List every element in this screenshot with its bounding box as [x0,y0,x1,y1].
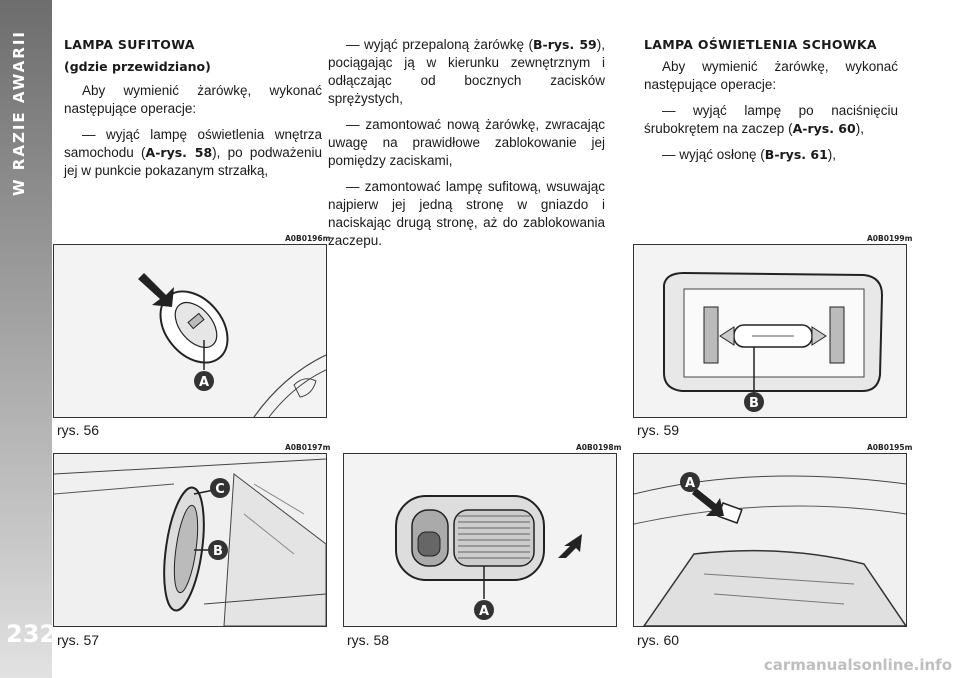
label-b: B [749,396,759,411]
bulb-removal-illustration: B [634,245,906,417]
figure-caption: rys. 59 [637,422,680,438]
figure-caption: rys. 56 [57,422,100,438]
figure-code: A0B0197m [285,443,331,452]
figure-reference: A-rys. 60 [792,121,856,136]
figure-caption: rys. 57 [57,632,100,648]
label-b-marker [208,540,228,560]
lamp-removal-illustration: C B [54,454,326,626]
figure-reference: A-rys. 58 [145,145,213,160]
label-c: C [215,482,225,497]
figure-57: C B [53,453,327,627]
intro-paragraph: Aby wymienić żarówkę, wykonać następując… [64,83,322,116]
sidebar: W RAZIE AWARII 232 [0,0,56,678]
label-a-marker [680,472,700,492]
label-c-marker [210,478,230,498]
ceiling-lamp-illustration: A [54,245,326,417]
figure-code: A0B0199m [867,234,913,243]
figure-code: A0B0196m [285,234,331,243]
label-a: A [685,476,695,491]
label-b: B [213,544,223,559]
watermark: carmanualsonline.info [763,656,952,674]
step-paragraph: — zamontować lampę sufitową, wsuwając na… [328,179,605,248]
label-b-marker [744,392,764,412]
step-paragraph: — wyjąć lampę oświetlenia wnętrza samoch… [64,127,322,178]
step-paragraph: — wyjąć przepaloną żarówkę (B-rys. 59), … [328,37,606,106]
step-paragraph: — wyjąć osłonę (B-rys. 61), [662,147,837,162]
ceiling-lamp-lens-illustration: A [344,454,616,626]
page-number: 232 [6,620,57,648]
figure-caption: rys. 58 [347,632,390,648]
label-a-marker [194,371,214,391]
step-paragraph: — zamontować nową żarówkę, zwracając uwa… [328,117,605,168]
figure-caption: rys. 60 [637,632,680,648]
glovebox-lamp-illustration: A [634,454,906,626]
heading-lampa-sufitowa: LAMPA SUFITOWA [64,37,195,52]
label-a: A [479,604,489,619]
figure-59: B [633,244,907,418]
label-a-marker [474,600,494,620]
figure-56: A [53,244,327,418]
step-paragraph: — wyjąć lampę po naciśnięciu śrubokrętem… [644,103,898,136]
intro-paragraph: Aby wymienić żarówkę, wykonać następując… [644,59,898,92]
label-a: A [199,375,209,390]
column-1: LAMPA SUFITOWA (gdzie przewidziano) Aby … [64,36,322,188]
section-title: W RAZIE AWARII [10,30,28,196]
column-3: LAMPA OŚWIETLENIA SCHOWKA Aby wymienić ż… [644,36,898,172]
figure-60: A [633,453,907,627]
figure-code: A0B0198m [576,443,622,452]
heading-lampa-schowka: LAMPA OŚWIETLENIA SCHOWKA [644,37,877,52]
figure-58: A [343,453,617,627]
figure-reference: B-rys. 59 [533,37,597,52]
subheading: (gdzie przewidziano) [64,59,211,74]
figure-reference: B-rys. 61 [764,147,828,162]
column-2: — wyjąć przepaloną żarówkę (B-rys. 59), … [328,36,605,258]
figure-code: A0B0195m [867,443,913,452]
